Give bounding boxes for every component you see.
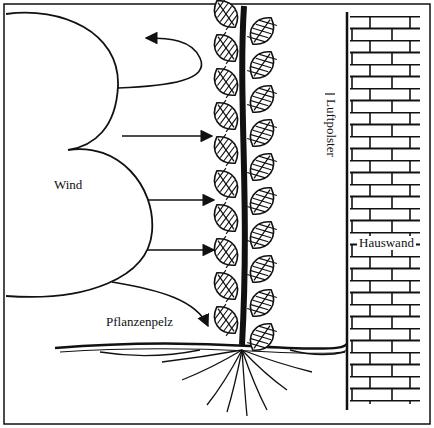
wall-label: Hauswand [357,236,416,250]
wall-face [346,12,349,410]
roots [100,350,345,416]
wind-cloud: Wind [6,10,158,310]
plant-label: Pflanzenpelz [104,315,175,329]
air-gap-mark [325,93,335,94]
ivy-leaves [208,0,280,356]
node-label: Wind [54,178,82,192]
ground [55,343,345,353]
air-gap-label: Luftpolster [324,97,338,159]
cloud-outline [6,10,158,310]
frame [4,4,430,424]
stem [242,6,245,345]
brick-wall [350,16,420,404]
